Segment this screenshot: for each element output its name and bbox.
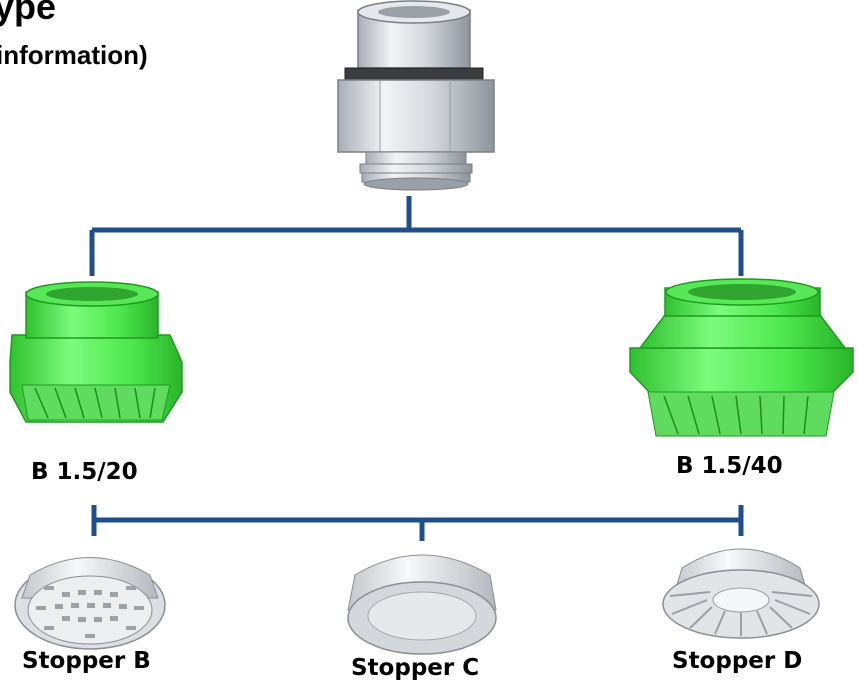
cup-large-image [629, 278, 854, 437]
cup-large-label: B 1.5/40 [676, 453, 783, 479]
stopper-b-label: Stopper B [22, 648, 151, 674]
cup-small-label: B 1.5/20 [31, 459, 138, 485]
fitting-image [337, 0, 495, 191]
cup-small-image [9, 281, 183, 423]
stopper-c-label: Stopper C [351, 655, 480, 681]
stopper-d-label: Stopper D [672, 648, 803, 674]
stopper-c-image [347, 554, 497, 655]
stopper-d-image [662, 548, 820, 639]
page-title: ype [0, 0, 57, 27]
page-subtitle: information) [0, 40, 148, 70]
stopper-b-image [14, 557, 166, 650]
connector-lines [89, 196, 744, 541]
